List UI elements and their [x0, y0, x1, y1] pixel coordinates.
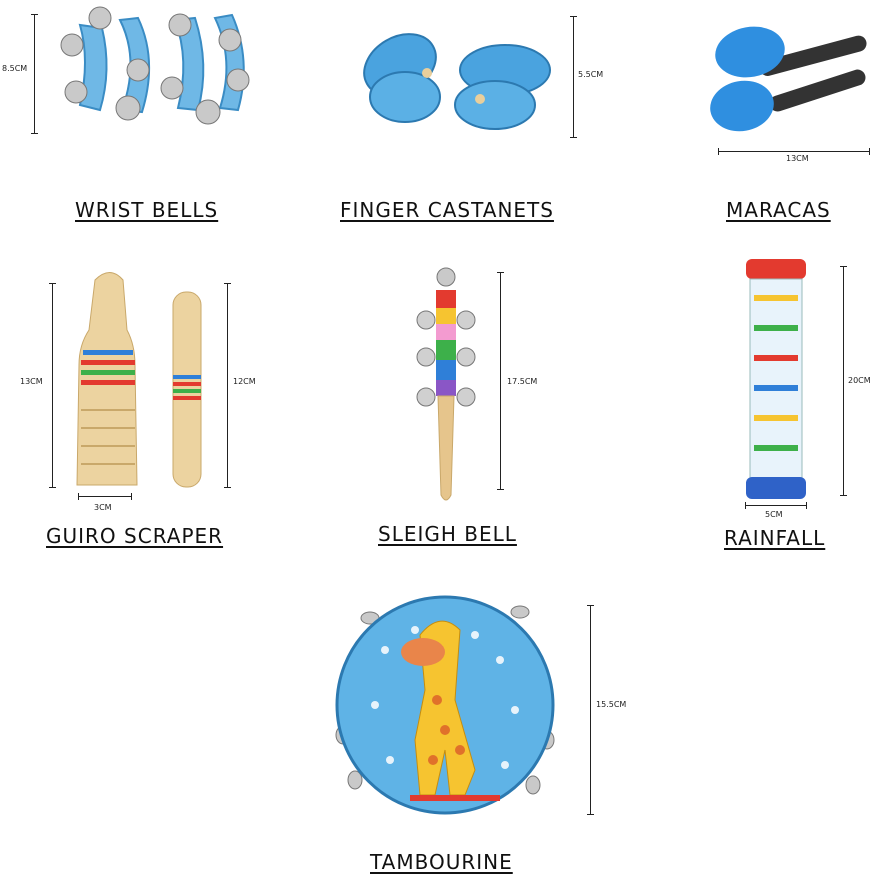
guiro-width-label: 3CM [94, 503, 112, 512]
rainfall-width-label: 5CM [765, 510, 783, 519]
wrist-bells-title: WRIST BELLS [75, 198, 219, 222]
sleigh-bell-image [416, 267, 476, 501]
guiro-stick-dimension-line [224, 283, 231, 488]
maracas-size-label: 13CM [786, 154, 809, 163]
maracas-dimension-line [718, 148, 870, 155]
wrist-bells-dimension-line [31, 14, 38, 134]
tambourine-size-label: 15.5CM [596, 700, 627, 709]
guiro-scraper-image [76, 272, 202, 488]
guiro-stick-size-label: 12CM [233, 377, 256, 386]
wrist-bells-size-label: 8.5CM [2, 64, 28, 73]
castanets-size-label: 5.5CM [578, 70, 604, 79]
castanets-dimension-line [570, 16, 577, 138]
finger-castanets-title: FINGER CASTANETS [340, 198, 554, 222]
sleigh-bell-dimension-line [497, 272, 504, 490]
finger-castanets-image [363, 33, 551, 130]
sleigh-bell-title: SLEIGH BELL [378, 522, 517, 546]
tambourine-title: TAMBOURINE [370, 850, 513, 874]
rainfall-height-label: 20CM [848, 376, 871, 385]
maracas-image [710, 26, 867, 132]
guiro-height-dimension-line [49, 283, 56, 488]
guiro-scraper-title: GUIRO SCRAPER [46, 524, 224, 548]
rainfall-height-dimension-line [840, 266, 847, 496]
guiro-width-dimension-line [78, 493, 132, 500]
guiro-height-label: 13CM [20, 377, 43, 386]
rainfall-width-dimension-line [745, 502, 807, 509]
tambourine-dimension-line [587, 605, 594, 815]
rainfall-title: RAINFALL [724, 526, 826, 550]
sleigh-bell-size-label: 17.5CM [507, 377, 538, 386]
rainfall-image [746, 259, 806, 499]
tambourine-image [335, 595, 555, 815]
maracas-title: MARACAS [726, 198, 831, 222]
wrist-bells-image [60, 6, 250, 125]
